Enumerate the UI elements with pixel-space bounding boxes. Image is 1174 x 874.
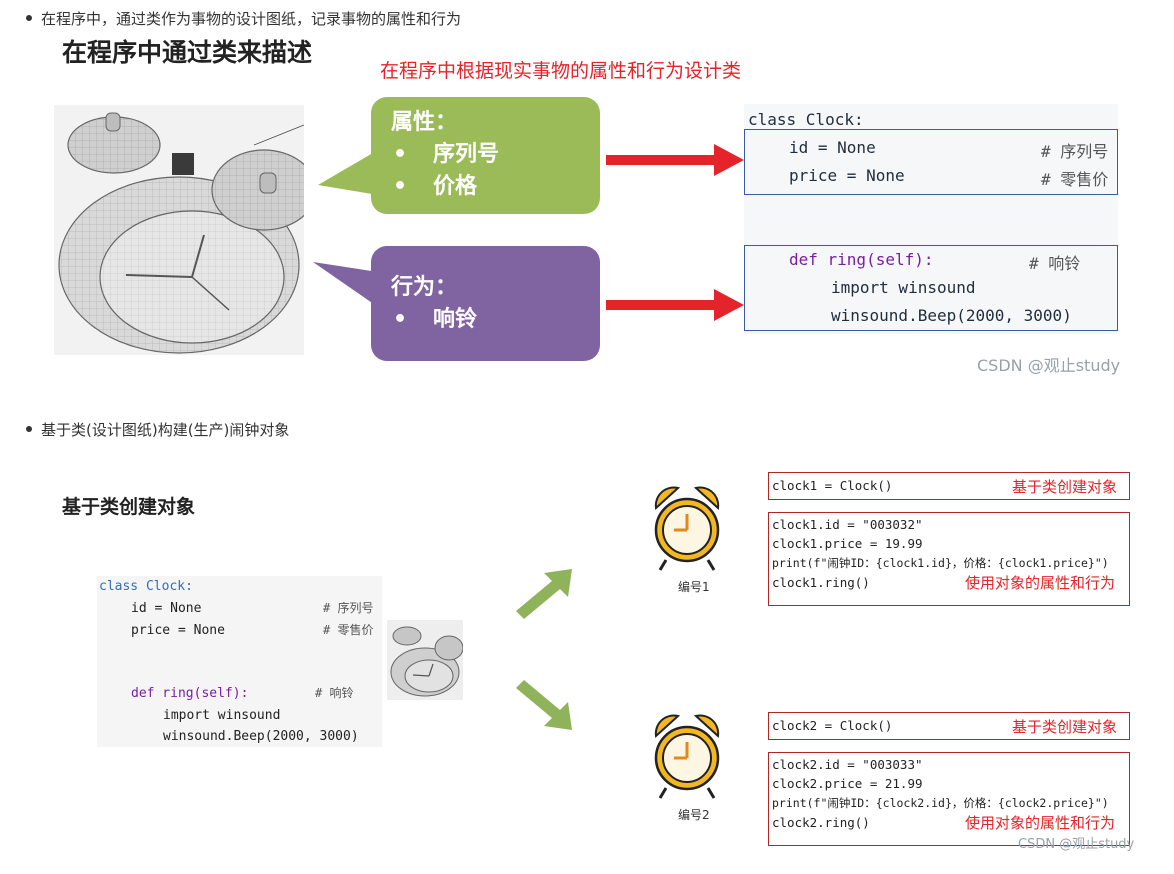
snippet-price-comment: # 零售价 <box>323 623 374 637</box>
code-def-line: def ring(self): <box>789 250 934 269</box>
code-price-comment: # 零售价 <box>1041 170 1109 189</box>
bullet-build: 基于类(设计图纸)构建(生产)闹钟对象 <box>26 419 289 440</box>
snippet-class-line: class Clock: <box>99 579 193 594</box>
section1-title: 在程序中通过类来描述 <box>62 38 313 67</box>
behavior-bubble-heading: 行为： <box>391 275 458 300</box>
behavior-bubble-item: •响铃 <box>393 307 478 332</box>
code-def-comment: # 响铃 <box>1029 254 1081 273</box>
behavior-bubble: 行为： •响铃 <box>371 246 600 361</box>
red-arrow-attr <box>606 144 744 176</box>
snippet-def-comment: # 响铃 <box>315 686 354 700</box>
snippet-id-line: id = None <box>131 601 202 616</box>
obj2-create-box: clock2 = Clock() 基于类创建对象 <box>768 712 1130 740</box>
obj2-create-line: clock2 = Clock() <box>772 718 893 733</box>
code-price-line: price = None <box>789 166 905 185</box>
obj1-price-line: clock1.price = 19.99 <box>772 536 923 551</box>
bullet-dot <box>26 425 32 432</box>
attr-bubble-heading: 属性： <box>391 110 458 135</box>
obj1-ring-line: clock1.ring() <box>772 575 870 590</box>
snippet-beep-line: winsound.Beep(2000, 3000) <box>163 729 359 744</box>
attr-bubble-tail <box>318 150 378 195</box>
bullet-intro: 在程序中，通过类作为事物的设计图纸，记录事物的属性和行为 <box>26 8 461 29</box>
obj1-id-line: clock1.id = "003032" <box>772 517 923 532</box>
obj1-use-note: 使用对象的属性和行为 <box>965 574 1116 592</box>
obj2-price-line: clock2.price = 21.99 <box>772 776 923 791</box>
section1-red-caption: 在程序中根据现实事物的属性和行为设计类 <box>380 60 742 82</box>
method-code-box: def ring(self): # 响铃 import winsound win… <box>744 245 1118 331</box>
behavior-bubble-tail <box>313 262 378 307</box>
snippet-id-comment: # 序列号 <box>323 601 374 615</box>
bullet-build-text: 基于类(设计图纸)构建(生产)闹钟对象 <box>41 421 290 439</box>
alarm-clock-icon-2 <box>654 714 720 799</box>
alarm-clock-icon-1 <box>654 486 720 571</box>
watermark-bottom: CSDN @观止study <box>1018 837 1135 852</box>
alarm-clock-thumbnail-image <box>387 620 464 700</box>
bullet-dot <box>26 14 32 21</box>
snippet-def-line: def ring(self): <box>131 686 249 701</box>
attr-bubble: 属性： •序列号 •价格 <box>371 97 600 214</box>
obj2-create-note: 基于类创建对象 <box>1012 718 1118 736</box>
snippet-price-line: price = None <box>131 623 225 638</box>
obj1-use-box: clock1.id = "003032" clock1.price = 19.9… <box>768 512 1130 606</box>
bullet-intro-text: 在程序中，通过类作为事物的设计图纸，记录事物的属性和行为 <box>41 10 462 28</box>
obj2-id-line: clock2.id = "003033" <box>772 757 923 772</box>
attr-bubble-item: •价格 <box>393 174 478 199</box>
obj2-use-box: clock2.id = "003033" clock2.price = 21.9… <box>768 752 1130 846</box>
obj2-ring-line: clock2.ring() <box>772 815 870 830</box>
obj2-print-line: print(f"闹钟ID：{clock2.id}，价格：{clock2.pric… <box>772 796 1109 810</box>
code-class-line: class Clock: <box>748 110 864 129</box>
clock2-label: 编号2 <box>678 808 710 822</box>
red-arrow-behavior <box>606 289 744 321</box>
obj1-create-line: clock1 = Clock() <box>772 478 893 493</box>
section2-title: 基于类创建对象 <box>62 496 196 518</box>
green-arrow-down <box>516 680 572 730</box>
code-import-line: import winsound <box>831 278 976 297</box>
code-beep-line: winsound.Beep(2000, 3000) <box>831 306 1072 325</box>
watermark: CSDN @观止study <box>977 356 1121 375</box>
class-code-snippet: class Clock: id = None # 序列号 price = Non… <box>97 576 382 747</box>
snippet-import-line: import winsound <box>163 708 281 723</box>
clock1-label: 编号1 <box>678 580 710 594</box>
code-id-comment: # 序列号 <box>1041 142 1109 161</box>
alarm-clock-wireframe-image <box>54 105 317 355</box>
code-id-line: id = None <box>789 138 876 157</box>
attr-bubble-item: •序列号 <box>393 142 500 167</box>
obj1-print-line: print(f"闹钟ID：{clock1.id}，价格：{clock1.pric… <box>772 556 1109 570</box>
obj2-use-note: 使用对象的属性和行为 <box>965 814 1116 832</box>
green-arrow-up <box>516 569 572 619</box>
attr-code-box: id = None # 序列号 price = None # 零售价 <box>744 129 1118 195</box>
class-code-panel <box>744 104 1118 334</box>
obj1-create-note: 基于类创建对象 <box>1012 478 1118 496</box>
obj1-create-box: clock1 = Clock() 基于类创建对象 <box>768 472 1130 500</box>
